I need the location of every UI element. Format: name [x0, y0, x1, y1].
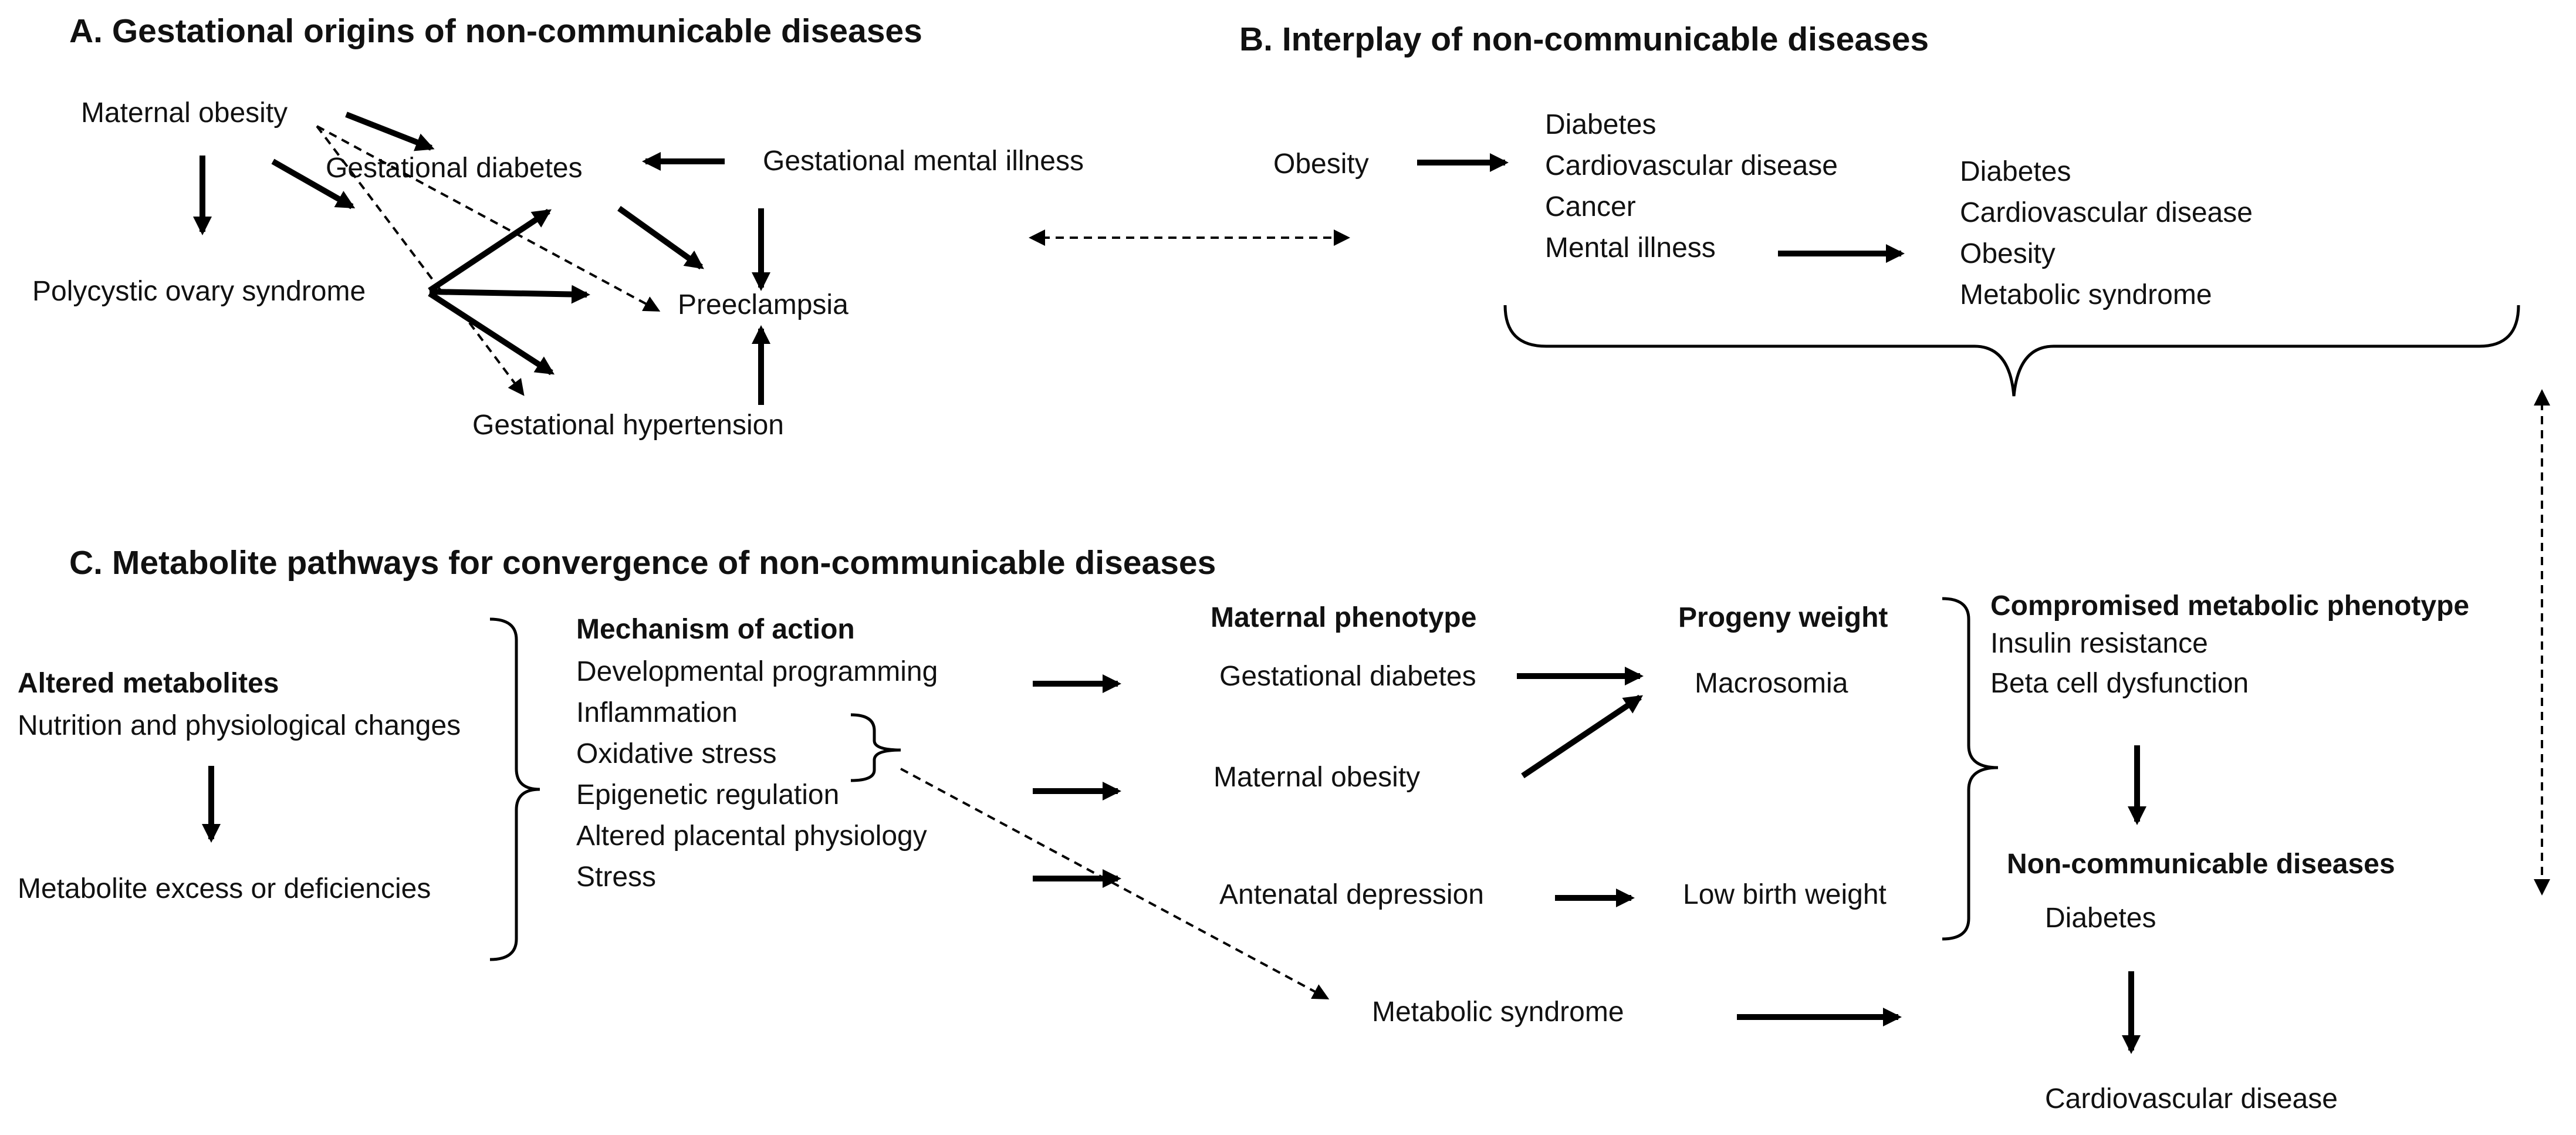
dashed-arrow-pcos-to-hypertension	[468, 322, 525, 396]
list2-item-cardiovascular: Cardiovascular disease	[1960, 197, 2253, 228]
panel-c: C. Metabolite pathways for convergence o…	[18, 544, 2469, 1114]
obesity-label: Obesity	[1273, 148, 1369, 180]
mechanism-altered-placental-physiology: Altered placental physiology	[576, 820, 927, 852]
progeny-weight-heading: Progeny weight	[1678, 602, 1888, 633]
progeny-macrosomia: Macrosomia	[1695, 668, 1848, 699]
phenotype-antenatal-depression: Antenatal depression	[1219, 879, 1484, 910]
phenotype-maternal-obesity: Maternal obesity	[1213, 762, 1420, 793]
arrow-obesity-to-macrosomia	[1521, 694, 1643, 779]
ncd-cardiovascular-disease: Cardiovascular disease	[2045, 1083, 2338, 1114]
gestational-diabetes-label: Gestational diabetes	[326, 153, 583, 184]
panel-a: A. Gestational origins of non-communicab…	[32, 12, 1084, 441]
arrow-obesity-to-gdm-1	[345, 112, 435, 151]
arrow-pcos-to-preeclampsia	[429, 285, 590, 304]
insulin-resistance-label: Insulin resistance	[1990, 628, 2208, 659]
panel-b: B. Interplay of non-communicable disease…	[1239, 21, 2520, 397]
list1-item-cancer: Cancer	[1545, 191, 1636, 222]
compromised-phenotype-heading: Compromised metabolic phenotype	[1990, 590, 2469, 621]
panel-b-title: B. Interplay of non-communicable disease…	[1239, 21, 1929, 58]
inflammation-oxidative-brace	[850, 713, 901, 782]
ncd-diabetes: Diabetes	[2045, 903, 2156, 934]
mechanism-heading: Mechanism of action	[576, 614, 855, 645]
list2-item-diabetes: Diabetes	[1960, 156, 2071, 187]
progeny-brace	[1942, 597, 1999, 941]
mechanism-stress: Stress	[576, 862, 656, 893]
mechanism-inflammation: Inflammation	[576, 697, 738, 728]
list1-item-diabetes: Diabetes	[1545, 109, 1656, 140]
phenotype-metabolic-syndrome: Metabolic syndrome	[1372, 996, 1624, 1028]
list1-item-mental-illness: Mental illness	[1545, 232, 1716, 264]
mechanism-epigenetic-regulation: Epigenetic regulation	[576, 779, 839, 810]
nutrition-label: Nutrition and physiological changes	[18, 710, 461, 741]
arrow-pcos-to-hypertension	[428, 290, 555, 376]
metabolites-brace	[489, 617, 540, 961]
list2-item-metabolic-syndrome: Metabolic syndrome	[1960, 279, 2212, 310]
arrow-gdm-to-preeclampsia	[617, 205, 704, 270]
altered-metabolites-heading: Altered metabolites	[18, 668, 279, 699]
panel-a-title: A. Gestational origins of non-communicab…	[69, 12, 922, 50]
maternal-phenotype-heading: Maternal phenotype	[1211, 602, 1476, 633]
gestational-mental-illness-label: Gestational mental illness	[763, 146, 1084, 177]
arrow-obesity-to-gdm-2	[271, 158, 356, 210]
progeny-low-birth-weight: Low birth weight	[1683, 879, 1887, 910]
dashed-line-obesity-to-pcos	[316, 125, 444, 295]
beta-cell-dysfunction-label: Beta cell dysfunction	[1990, 668, 2249, 699]
maternal-obesity-label: Maternal obesity	[81, 97, 288, 129]
list1-item-cardiovascular: Cardiovascular disease	[1545, 150, 1838, 181]
mechanism-developmental-programming: Developmental programming	[576, 656, 938, 687]
list2-item-obesity: Obesity	[1960, 238, 2056, 269]
phenotype-gestational-diabetes: Gestational diabetes	[1219, 661, 1476, 692]
dashed-arrow-obesity-to-preeclampsia	[316, 125, 661, 312]
metabolite-excess-label: Metabolite excess or deficiencies	[18, 873, 431, 904]
ncd-heading: Non-communicable diseases	[2007, 849, 2395, 880]
gestational-hypertension-label: Gestational hypertension	[472, 410, 784, 441]
preeclampsia-label: Preeclampsia	[678, 289, 848, 320]
mechanism-oxidative-stress: Oxidative stress	[576, 738, 776, 769]
polycystic-ovary-syndrome-label: Polycystic ovary syndrome	[32, 276, 366, 307]
panel-b-brace	[1503, 305, 2520, 397]
arrow-pcos-to-gdm	[428, 208, 552, 293]
panel-c-title: C. Metabolite pathways for convergence o…	[69, 544, 1216, 582]
